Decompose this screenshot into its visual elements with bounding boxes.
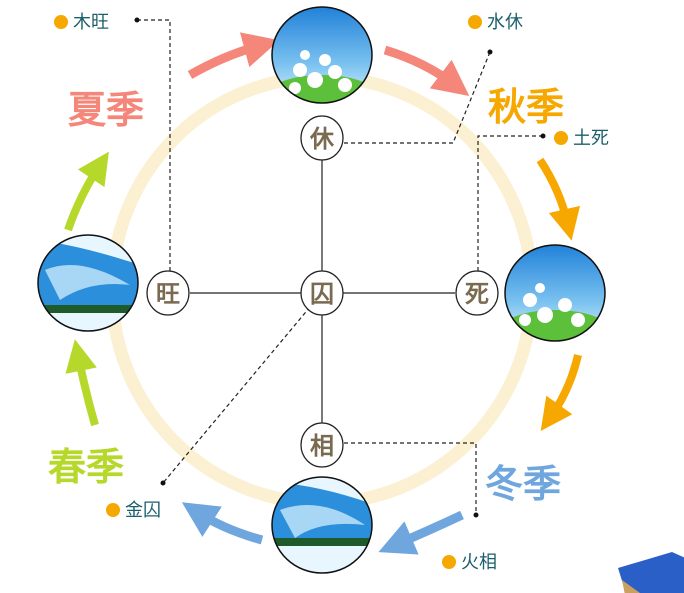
- legend-dot-wood: [54, 15, 68, 29]
- node-minister: 相: [310, 431, 334, 460]
- season-spring: 春季: [48, 444, 124, 489]
- season-winter: 冬季: [485, 461, 561, 506]
- legend-dot-water: [468, 15, 482, 29]
- node-dead: 死: [465, 279, 489, 308]
- book-icon: [618, 552, 684, 593]
- node-rest: 休: [309, 124, 335, 153]
- mountain-image-bottom: [271, 476, 373, 574]
- arrow-winter-to-bottom: [378, 510, 464, 555]
- node-circle-left: [146, 270, 190, 316]
- flower-image-top: [271, 6, 373, 104]
- legend-water: 水休: [487, 12, 523, 33]
- arrow-right-to-winter: [540, 354, 582, 432]
- legend-earth: 土死: [573, 128, 609, 149]
- arrow-top-to-autumn: [383, 45, 470, 96]
- node-circle-right: [455, 270, 499, 316]
- season-autumn: 秋季: [488, 84, 564, 129]
- flower-image-right: [504, 244, 606, 342]
- arrow-spring-to-left: [65, 339, 99, 427]
- legend-dot-metal: [106, 503, 120, 517]
- node-confined: 囚: [310, 279, 334, 308]
- legend-dot-earth: [554, 131, 568, 145]
- legend-metal: 金囚: [125, 500, 161, 521]
- legend-fire: 火相: [461, 552, 497, 573]
- arrow-summer-to-top: [187, 32, 280, 79]
- mountain-image-left: [37, 234, 139, 332]
- node-circle-top: [300, 115, 344, 161]
- node-prosper: 旺: [156, 279, 180, 308]
- season-summer: 夏季: [68, 87, 144, 132]
- arrow-autumn-to-right: [536, 157, 581, 241]
- node-circle-center: [300, 270, 344, 316]
- legend-dot-fire: [442, 555, 456, 569]
- legend-wood: 木旺: [73, 12, 109, 33]
- node-circle-bottom: [300, 422, 344, 468]
- leader-lines: [137, 19, 543, 515]
- arrow-left-to-summer: [64, 151, 109, 232]
- arrow-bottom-to-spring: [181, 502, 264, 545]
